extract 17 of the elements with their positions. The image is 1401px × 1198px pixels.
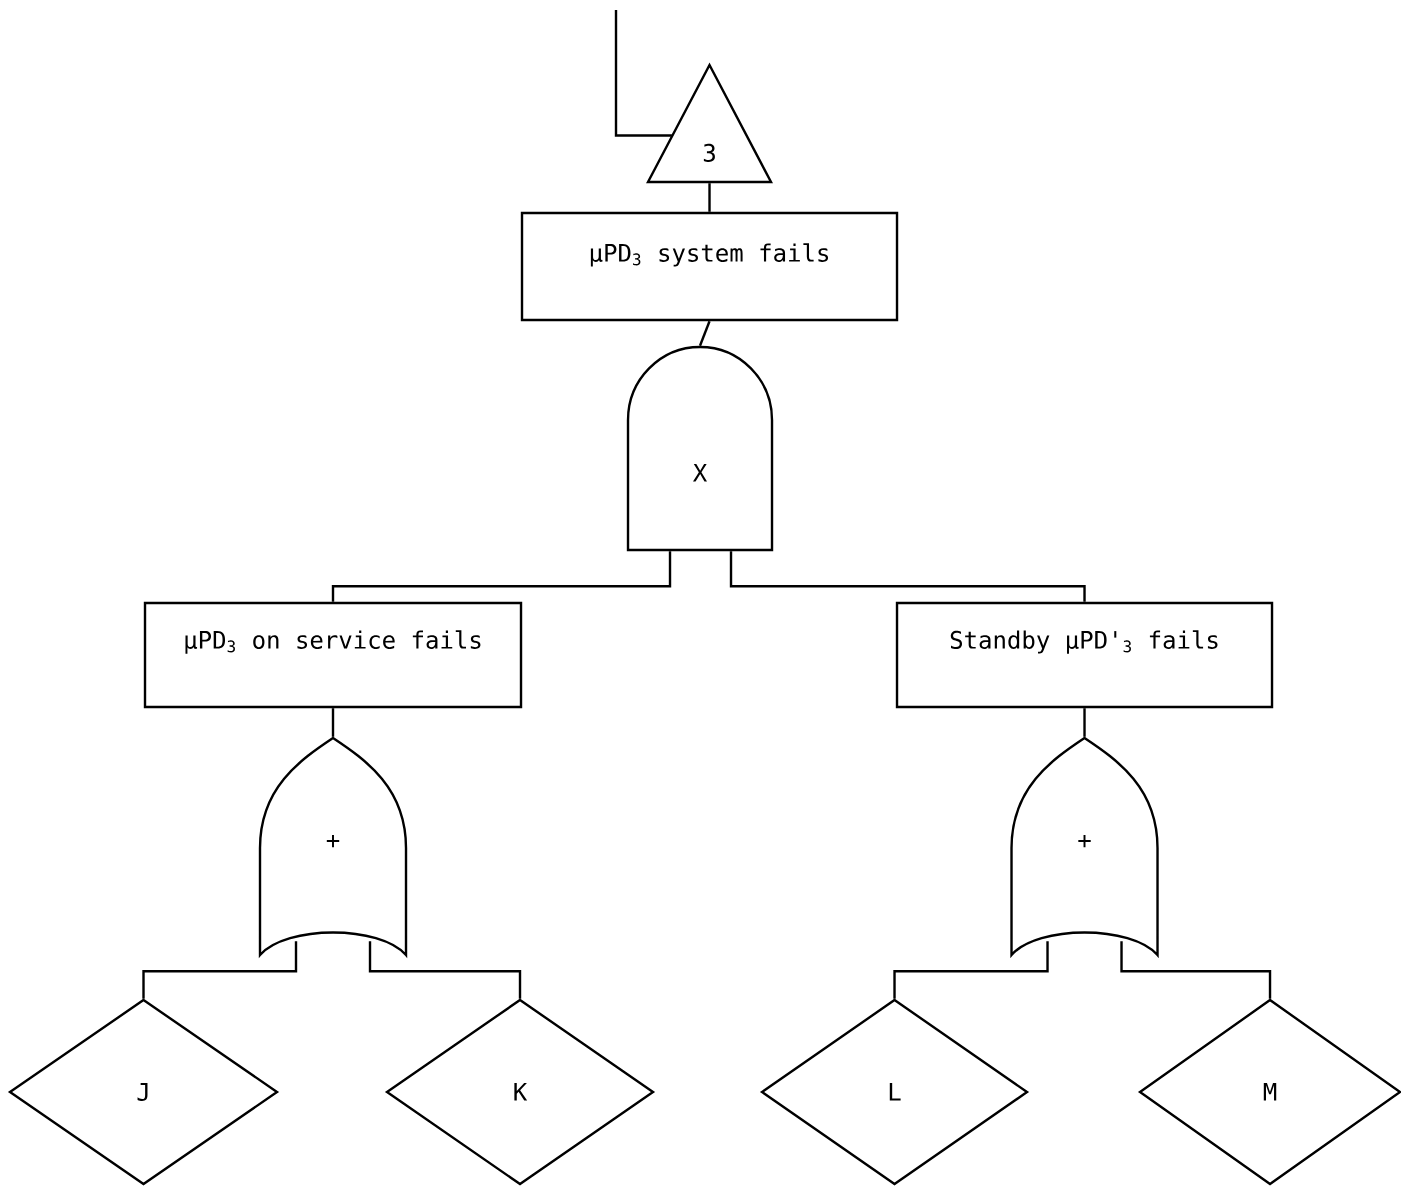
connector-line	[142, 941, 298, 999]
connector-line	[698, 320, 711, 347]
or-gate: +	[258, 736, 408, 957]
connector-line	[614, 10, 672, 137]
connector-line	[368, 941, 522, 999]
connector-line	[708, 183, 711, 212]
connector-line	[893, 941, 1049, 999]
and-gate: X	[626, 345, 774, 552]
connector-line	[729, 551, 1086, 602]
connector-line	[1083, 708, 1086, 737]
event-box: μPD$_{3}$ on service fails	[143, 601, 523, 709]
connector-line	[331, 551, 672, 602]
or-gate: +	[1010, 736, 1159, 957]
connector-line	[1120, 941, 1272, 999]
event-box: μPD$_{3}$ system fails	[520, 211, 899, 322]
connector-line	[331, 708, 335, 737]
event-box: Standby μPD'$_{3}$ fails	[895, 601, 1274, 709]
